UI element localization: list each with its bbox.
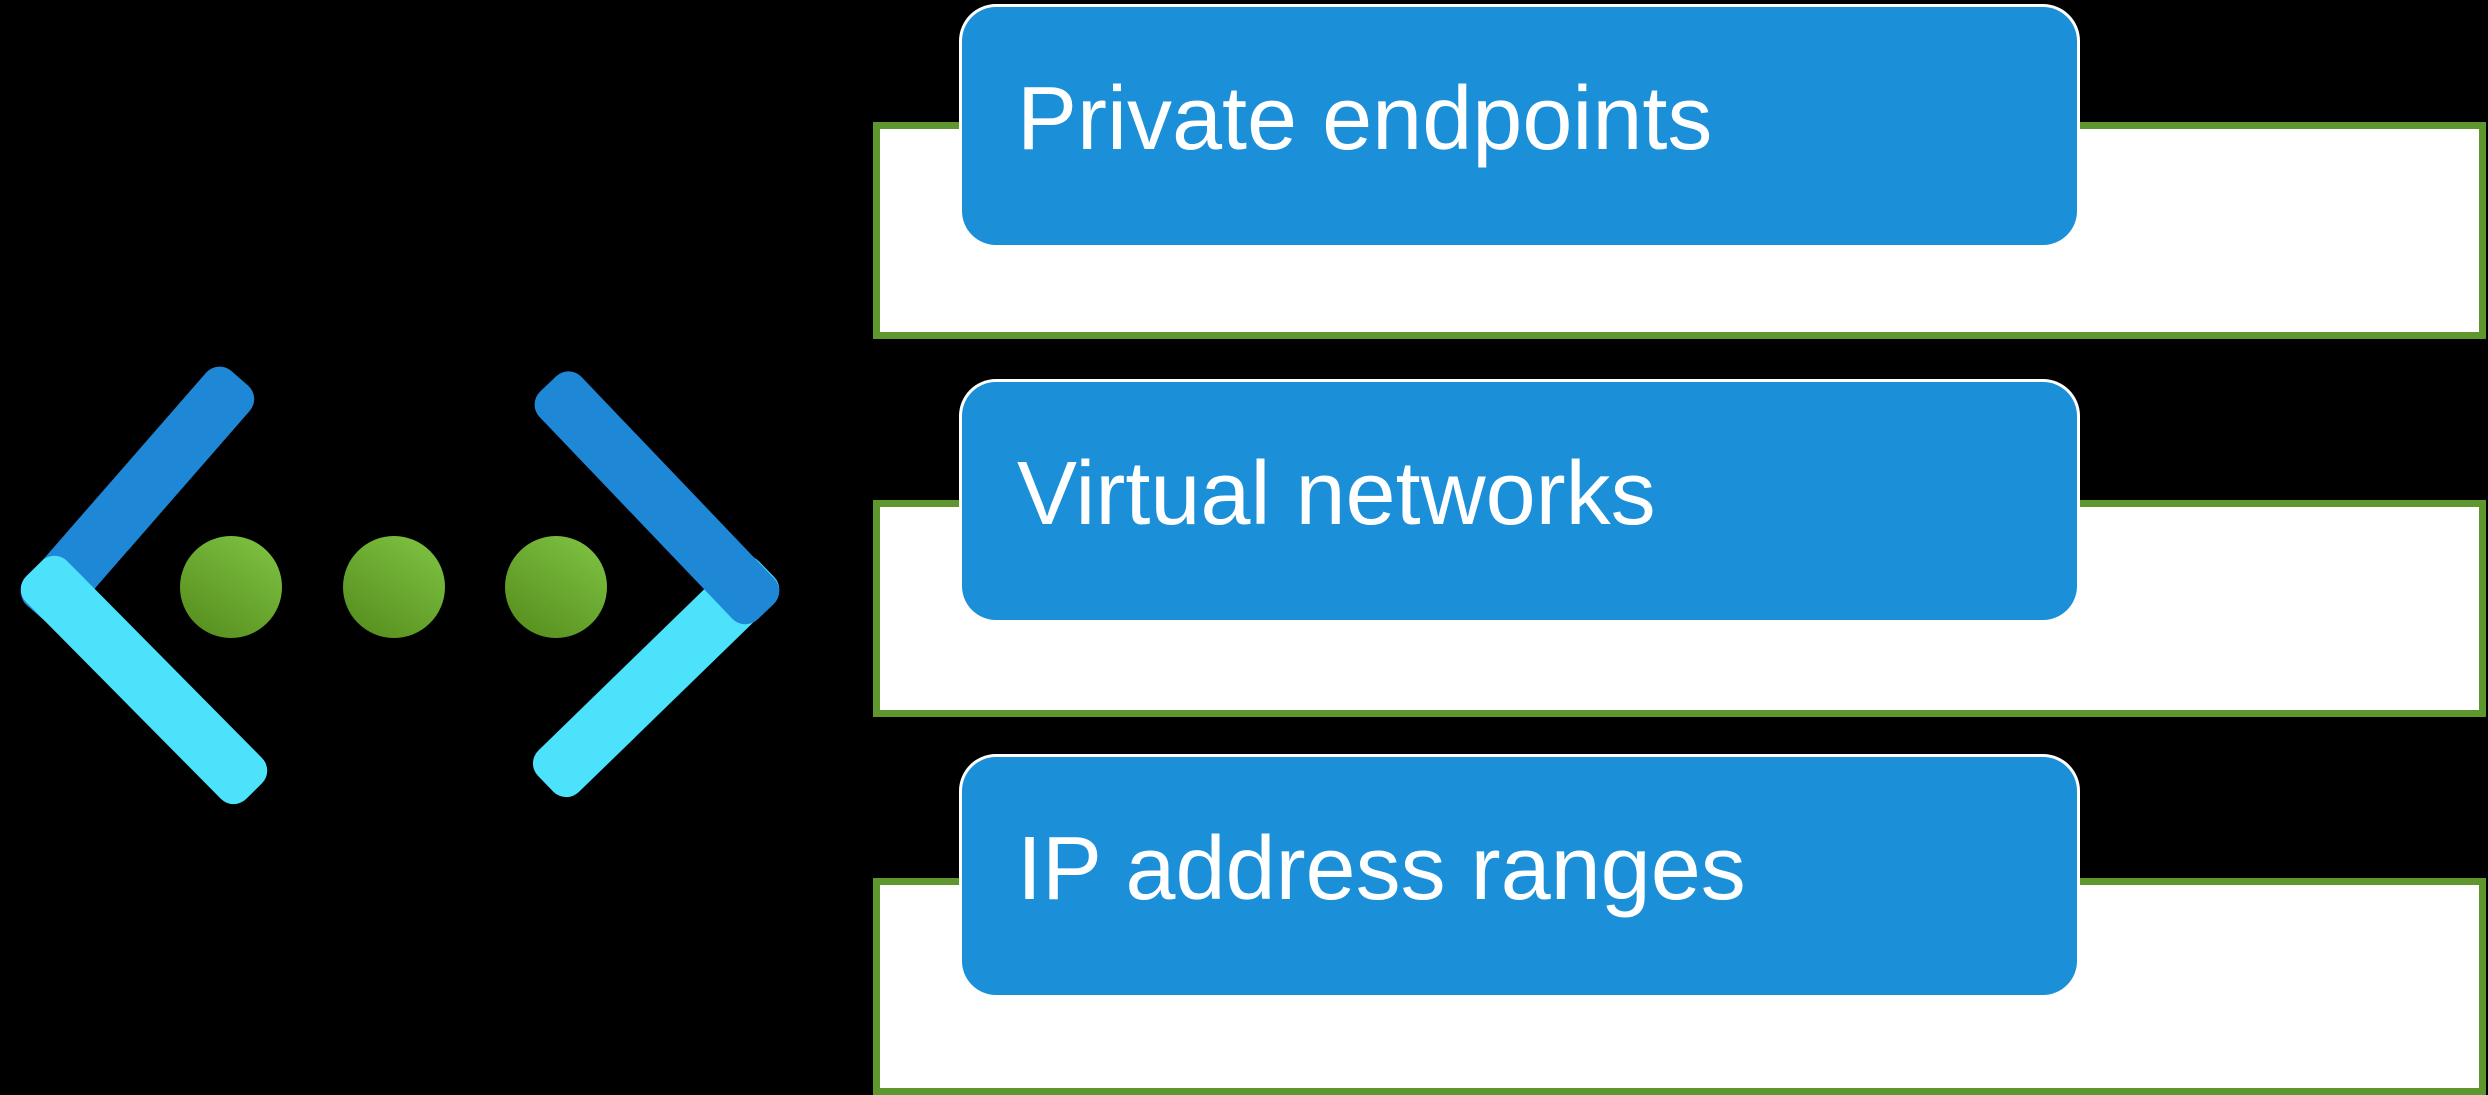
label-box-ip-address-ranges: IP address ranges (962, 757, 2077, 995)
network-dot-2 (343, 536, 445, 638)
right-bracket-bottom-stroke (532, 555, 780, 798)
row-label: Private endpoints (1017, 68, 1713, 169)
network-dot-3 (505, 536, 607, 638)
network-dot-1 (180, 536, 282, 638)
label-box-virtual-networks: Virtual networks (962, 382, 2077, 620)
left-bracket-top-stroke (20, 366, 255, 625)
label-box-private-endpoints: Private endpoints (962, 7, 2077, 245)
left-bracket-bottom-stroke (20, 555, 268, 805)
row-label: Virtual networks (1017, 443, 1656, 544)
virtual-network-icon (20, 366, 780, 805)
row-label: IP address ranges (1017, 818, 1746, 919)
right-bracket-top-stroke (534, 371, 780, 625)
